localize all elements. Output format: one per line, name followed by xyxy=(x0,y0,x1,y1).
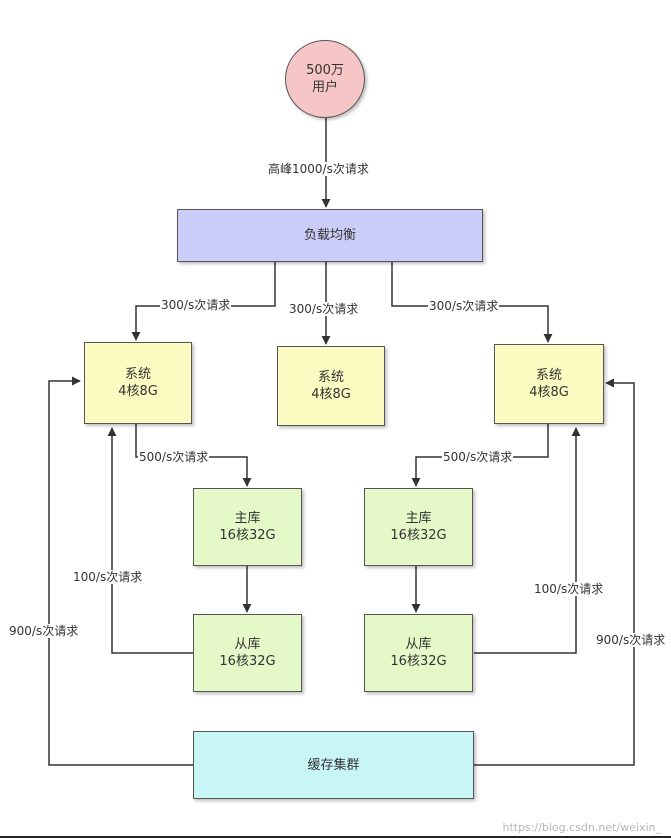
cache-cluster-label: 缓存集群 xyxy=(307,757,360,773)
edge-label-slave-left-sys: 100/s次请求 xyxy=(72,570,144,584)
edge-slave-left-to-system-left xyxy=(107,427,193,654)
watermark-text: https://blog.csdn.net/weixin_ xyxy=(502,821,661,834)
slave-right-node: 从库 16核32G xyxy=(364,614,473,692)
edge-slave-right-to-system-right xyxy=(474,427,581,654)
users-line2: 用户 xyxy=(311,80,338,95)
system-right-node: 系统 4核8G xyxy=(494,344,604,424)
slave-left-node: 从库 16核32G xyxy=(193,614,302,692)
master-right-line2: 16核32G xyxy=(390,528,447,543)
slave-left-line1: 从库 xyxy=(234,637,261,652)
system-left-node: 系统 4核8G xyxy=(84,342,192,424)
edge-label-slave-right-sys: 100/s次请求 xyxy=(533,582,605,596)
edge-label-lb-right: 300/s次请求 xyxy=(428,299,500,313)
master-left-line1: 主库 xyxy=(234,511,261,526)
edge-label-sys-right-master: 500/s次请求 xyxy=(442,450,514,464)
edge-label-lb-mid: 300/s次请求 xyxy=(288,302,360,316)
edge-label-peak: 高峰1000/s次请求 xyxy=(267,162,370,176)
system-right-line1: 系统 xyxy=(535,368,562,383)
system-mid-line1: 系统 xyxy=(317,370,344,385)
system-mid-line2: 4核8G xyxy=(311,387,351,402)
cache-cluster-node: 缓存集群 xyxy=(193,731,474,799)
users-line1: 500万 xyxy=(306,63,344,78)
edge-cache-to-system-left xyxy=(48,376,193,766)
edge-label-sys-left-master: 500/s次请求 xyxy=(138,450,210,464)
edge-label-cache-left: 900/s次请求 xyxy=(8,624,80,638)
users-node: 500万 用户 xyxy=(285,40,365,118)
master-left-node: 主库 16核32G xyxy=(193,488,302,566)
edge-label-cache-right: 900/s次请求 xyxy=(595,633,667,647)
load-balancer-node: 负载均衡 xyxy=(177,209,483,262)
edge-label-lb-left: 300/s次请求 xyxy=(160,298,232,312)
slave-right-line1: 从库 xyxy=(405,637,432,652)
system-mid-node: 系统 4核8G xyxy=(277,346,385,426)
load-balancer-label: 负载均衡 xyxy=(303,228,356,243)
master-left-line2: 16核32G xyxy=(219,528,276,543)
master-right-node: 主库 16核32G xyxy=(364,488,473,566)
system-left-line1: 系统 xyxy=(124,367,151,382)
system-right-line2: 4核8G xyxy=(529,385,569,400)
slave-left-line2: 16核32G xyxy=(219,654,276,669)
system-left-line2: 4核8G xyxy=(118,384,158,399)
bottom-divider xyxy=(0,836,671,838)
slave-right-line2: 16核32G xyxy=(390,654,447,669)
edge-cache-to-system-right xyxy=(474,378,635,766)
master-right-line1: 主库 xyxy=(405,511,432,526)
